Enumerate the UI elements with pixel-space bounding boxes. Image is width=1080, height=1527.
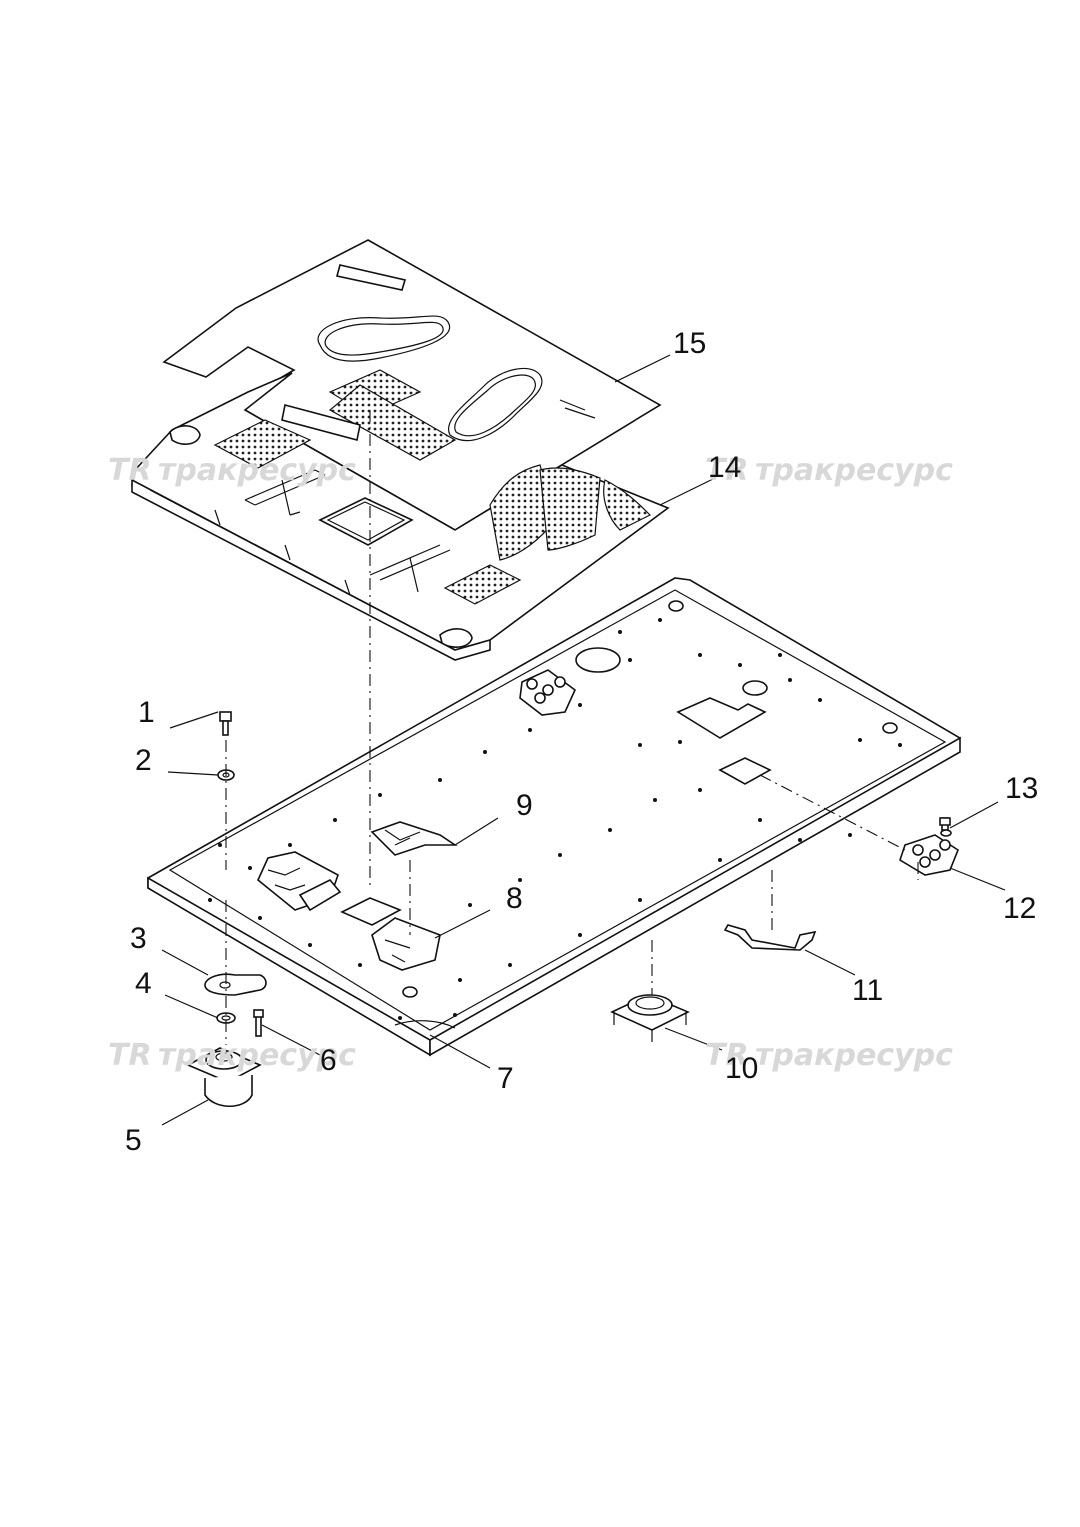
- svg-text:трaкресурс: трaкресурс: [755, 453, 953, 488]
- callout-3: 3: [130, 922, 147, 955]
- callout-2: 2: [135, 744, 152, 777]
- svg-text:TR: TR: [705, 453, 749, 488]
- callout-12: 12: [1003, 892, 1036, 925]
- mounting-holes: [208, 618, 902, 1020]
- watermark-top-left: TR трaкресурс: [108, 453, 356, 488]
- svg-text:TR: TR: [705, 1038, 749, 1073]
- callout-11: 11: [852, 974, 883, 1007]
- callout-5: 5: [125, 1124, 142, 1157]
- svg-text:трaкресурс: трaкресурс: [158, 1038, 356, 1073]
- floor-plate: [131, 369, 670, 661]
- callout-labels: 1 2 3 4 5 6 7 8 9 10 11 12 13 14 15: [125, 327, 1038, 1157]
- svg-text:TR: TR: [108, 453, 152, 488]
- callout-9: 9: [516, 789, 533, 822]
- part-1-bolt: [219, 711, 232, 736]
- watermark-top-right: TR трaкресурс: [705, 453, 953, 488]
- cab-floor-base: [147, 577, 962, 1057]
- leader-lines: [161, 354, 1006, 1126]
- part-3-plate: [204, 973, 267, 996]
- top-bracket: [519, 669, 576, 716]
- callout-4: 4: [135, 967, 152, 1000]
- part-11-handle: [723, 924, 817, 951]
- callout-14: 14: [708, 451, 741, 484]
- watermark-bottom-right: TR трaкресурс: [705, 1038, 953, 1073]
- part-10-mount: [610, 994, 690, 1042]
- callout-6: 6: [320, 1044, 337, 1077]
- callout-7: 7: [497, 1062, 514, 1095]
- callout-1: 1: [138, 696, 155, 729]
- callout-10: 10: [725, 1052, 758, 1085]
- part-12-bracket: [899, 834, 959, 876]
- part-8-bracket: [340, 897, 441, 971]
- part-13-bolt: [939, 817, 952, 837]
- svg-text:трaкресурс: трaкресурс: [755, 1038, 953, 1073]
- callout-13: 13: [1005, 772, 1038, 805]
- assembly-lines: [225, 410, 919, 1045]
- left-bracket: [257, 851, 342, 912]
- svg-text:TR: TR: [108, 1038, 152, 1073]
- callout-15: 15: [673, 327, 706, 360]
- watermark-bottom-left: TR трaкресурс: [108, 1038, 356, 1073]
- callout-8: 8: [506, 882, 523, 915]
- part-6-bolt: [253, 1009, 264, 1037]
- svg-text:трaкресурс: трaкресурс: [158, 453, 356, 488]
- part-5-damper: [186, 1047, 262, 1107]
